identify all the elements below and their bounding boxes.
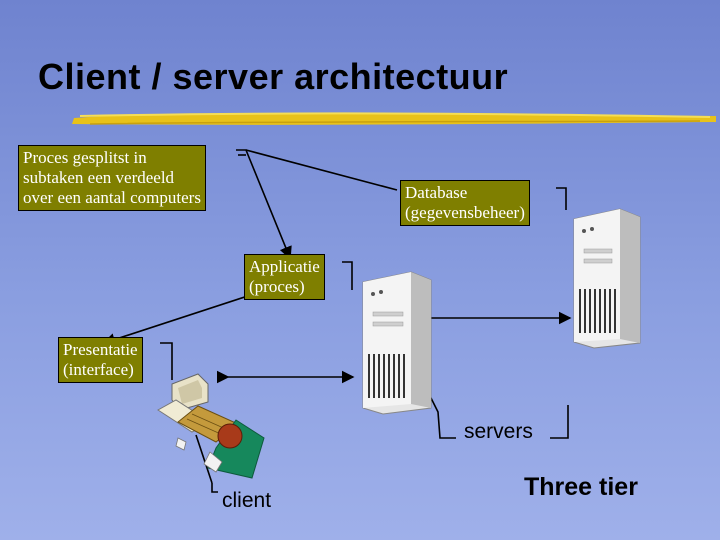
client-workstation-icon (157, 373, 265, 479)
note-presentation-line: Presentatie (63, 340, 138, 359)
note-database-line: Database (405, 183, 468, 202)
three-tier-label: Three tier (524, 473, 638, 501)
note-application: Applicatie (proces) (244, 254, 325, 300)
servers-label: servers (464, 420, 533, 443)
server-tower-icon (362, 271, 432, 415)
server-tower-icon (573, 208, 641, 349)
slide-title: Client / server architectuur (38, 56, 509, 97)
note-database: Database (gegevensbeheer) (400, 180, 530, 226)
note-presentation-line: (interface) (63, 360, 134, 379)
client-label: client (222, 489, 272, 512)
note-process-split: Proces gesplitst in subtaken een verdeel… (18, 145, 206, 211)
note-database-line: (gegevensbeheer) (405, 203, 525, 222)
note-application-line: (proces) (249, 277, 305, 296)
note-process-split-line: over een aantal computers (23, 188, 201, 207)
note-application-line: Applicatie (249, 257, 320, 276)
note-process-split-line: subtaken een verdeeld (23, 168, 175, 187)
note-process-split-line: Proces gesplitst in (23, 148, 147, 167)
note-presentation: Presentatie (interface) (58, 337, 143, 383)
title-underline (72, 112, 716, 125)
